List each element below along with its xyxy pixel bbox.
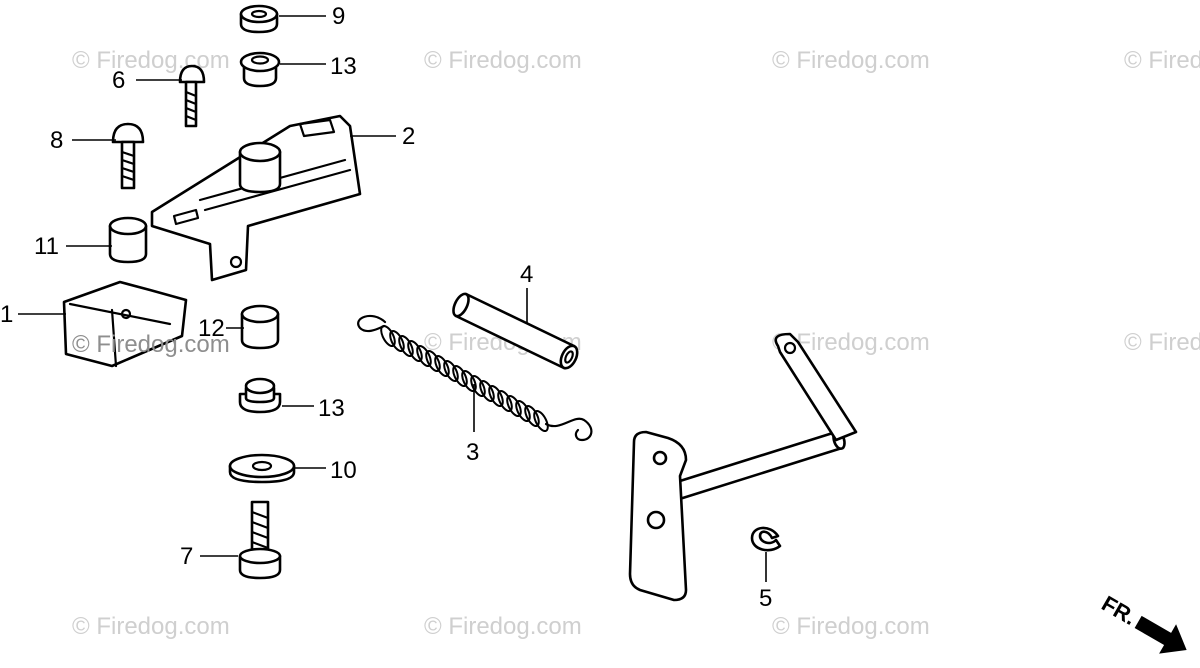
part-6-bolt	[178, 64, 206, 128]
main-lever-assembly	[628, 332, 858, 602]
arrow-right-icon	[1134, 615, 1187, 654]
watermark: © Firedog.com	[72, 613, 230, 640]
part-5-clip	[750, 526, 782, 552]
callout-6: 6	[112, 67, 125, 94]
part-10-washer	[228, 453, 296, 484]
front-direction-label: FR.	[1098, 591, 1141, 630]
watermark: © Firedog.com	[772, 47, 930, 74]
watermark: © Firedog.com	[772, 613, 930, 640]
front-direction-indicator: FR.	[1098, 591, 1187, 654]
part-8-bolt	[111, 122, 145, 190]
callout-10: 10	[330, 457, 357, 484]
watermark: © Firedog.com	[424, 613, 582, 640]
part-7-bolt	[238, 500, 282, 580]
callout-8: 8	[50, 127, 63, 154]
part-4-tube	[452, 292, 579, 370]
part-9-nut	[239, 4, 279, 34]
part-3-spring	[357, 314, 593, 442]
callout-4: 4	[520, 261, 533, 288]
watermark: © Firedog.com	[72, 47, 230, 74]
part-13-grommet-lower	[238, 377, 282, 414]
callout-7: 7	[180, 543, 193, 570]
part-13-grommet-upper	[239, 51, 281, 88]
part-12-collar	[240, 304, 280, 350]
callout-2: 2	[402, 123, 415, 150]
watermark-layer: © Firedog.com © Firedog.com © Firedog.co…	[72, 47, 1200, 640]
callout-11: 11	[34, 233, 59, 260]
callout-3: 3	[466, 439, 479, 466]
callout-13-upper: 13	[330, 53, 357, 80]
watermark: © Firedog.com	[1124, 47, 1200, 74]
watermark: © Firedog.com	[424, 47, 582, 74]
callout-5: 5	[759, 585, 772, 612]
callout-numbers: 9 13 6 8 2 11 1 12 13 10 7 4 3 5	[0, 3, 772, 612]
watermark: © Firedog.com	[1124, 329, 1200, 356]
callout-13-lower: 13	[318, 395, 345, 422]
part-11-collar	[108, 216, 148, 264]
leader-lines	[18, 15, 767, 582]
callout-1: 1	[0, 301, 13, 328]
part-1-base-bracket	[62, 280, 188, 368]
watermark: © Firedog.com	[72, 331, 230, 358]
part-2-bracket-plate	[150, 114, 362, 282]
callout-9: 9	[332, 3, 345, 30]
callout-12: 12	[198, 315, 225, 342]
